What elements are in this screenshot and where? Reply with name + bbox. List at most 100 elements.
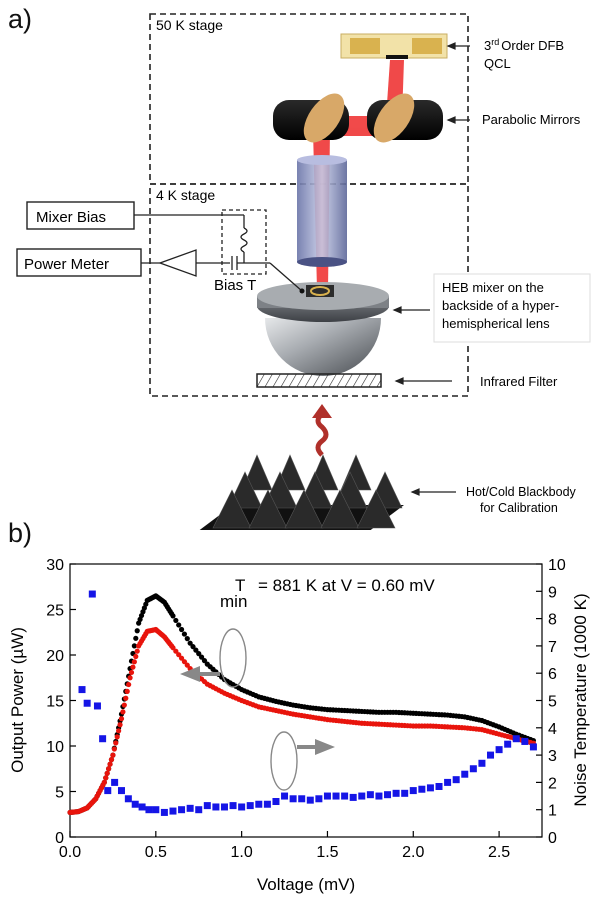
series-2-point (152, 806, 160, 814)
heb-label-line2: backside of a hyper- (442, 298, 559, 313)
series-2-point (315, 795, 323, 803)
series-1-point (184, 662, 190, 668)
series-1-point (128, 669, 135, 676)
series-2-point (263, 800, 271, 808)
heb-label-box (433, 273, 591, 343)
y2-tick-label: 5 (548, 694, 557, 711)
radiation-arrow (312, 404, 332, 457)
series-2-point (220, 803, 228, 811)
series-1-point (130, 664, 136, 670)
blackbody-label-line1: Hot/Cold Blackbody (466, 485, 577, 499)
series-1-point (114, 734, 120, 740)
series-2-point (246, 802, 254, 810)
series-2-point (375, 792, 383, 800)
callout-arrows (392, 42, 470, 496)
panel-b-label: b) (8, 518, 33, 548)
y2-tick-label: 6 (548, 666, 557, 683)
x-tick-label: 2.5 (488, 844, 510, 861)
series-2-point (117, 787, 125, 795)
optical-cylinder (297, 155, 347, 267)
series-1-point (110, 752, 116, 758)
x-tick-label: 2.0 (402, 844, 424, 861)
bias-t-box (221, 209, 267, 275)
series-0-point (190, 644, 196, 650)
series-1-point (173, 648, 179, 654)
series-2-point (255, 800, 263, 808)
series-2-point (409, 787, 417, 795)
heb-label-line3: hemispherical lens (442, 316, 550, 331)
x-tick-label: 1.0 (231, 844, 253, 861)
y2-tick-label: 4 (548, 721, 557, 738)
stage-50k-label: 50 K stage (156, 17, 223, 33)
y2-tick-label: 1 (548, 803, 557, 820)
series-2-point (83, 699, 91, 707)
series-2-point (349, 793, 357, 801)
y-tick-label: 30 (46, 557, 64, 574)
series-2-point (281, 792, 289, 800)
series-2-point (298, 795, 306, 803)
x-tick-label: 0.0 (59, 844, 81, 861)
series-2-point (487, 751, 495, 759)
series-2-point (186, 804, 194, 812)
series-2-point (504, 740, 512, 748)
y-tick-label: 25 (46, 603, 64, 620)
mixer-bias-label: Mixer Bias (36, 209, 106, 226)
series-0-point (134, 628, 140, 634)
series-2-point (195, 806, 203, 814)
series-1-point (178, 655, 185, 661)
series-2-point (512, 735, 520, 743)
series-1 (67, 626, 537, 816)
y2-tick-label: 2 (548, 775, 557, 792)
y2-tick-label: 7 (548, 639, 557, 656)
series-2-point (392, 789, 400, 797)
series-1-point (118, 716, 125, 722)
series-0-point (176, 622, 182, 628)
series-2-point (169, 807, 177, 815)
series-2-point (306, 796, 314, 804)
bias-t-label: Bias T (214, 277, 256, 294)
y2-tick-label: 0 (548, 830, 557, 847)
series-1-point (124, 688, 130, 694)
series-2-point (529, 743, 537, 751)
y-axis-label: Output Power (µW) (8, 627, 27, 773)
series-2-point (332, 792, 340, 800)
series-2 (78, 590, 537, 816)
series-2-point (78, 686, 86, 694)
y2-tick-label: 3 (548, 748, 557, 765)
parabolic-mirrors-label: Parabolic Mirrors (482, 112, 581, 127)
series-1-point (104, 770, 110, 776)
series-2-point (323, 792, 331, 800)
y2-tick-label: 9 (548, 584, 557, 601)
series-2-point (435, 782, 443, 790)
series-2-point (124, 795, 132, 803)
series-1-point (113, 740, 119, 746)
series-2-point (138, 803, 146, 811)
heb-label-line1: HEB mixer on the (442, 280, 544, 295)
series-0-point (198, 654, 205, 660)
x-axis-label: Voltage (mV) (257, 875, 355, 894)
series-0-point (178, 626, 185, 633)
series-2-point (495, 746, 503, 754)
series-2-point (145, 806, 153, 814)
series-0-point (133, 635, 139, 641)
y2-axis-label: Noise Temperature (1000 K) (571, 593, 590, 806)
series-0-point (196, 651, 202, 657)
series-0 (67, 593, 537, 816)
series-1-point (123, 695, 129, 701)
series-1-point (131, 659, 137, 665)
y2-tick-label: 10 (548, 557, 566, 574)
infrared-filter (256, 373, 382, 388)
series-2-point (229, 802, 237, 810)
qcl-label-line2: QCL (484, 56, 511, 71)
y-tick-label: 15 (46, 694, 64, 711)
series-0-point (170, 613, 176, 619)
series-1-point (103, 775, 109, 781)
series-2-point (469, 765, 477, 773)
y-tick-label: 5 (55, 785, 64, 802)
plot-frame (69, 563, 543, 838)
series-2-point (341, 792, 349, 800)
series-2-point (366, 791, 374, 799)
y-tick-label: 0 (55, 830, 64, 847)
